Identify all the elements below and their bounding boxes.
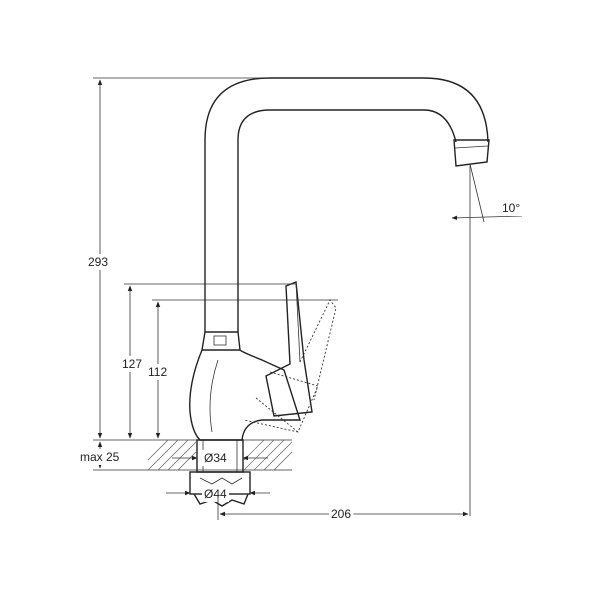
label-background [78,449,122,465]
countertop [147,439,293,471]
angle-reference [451,163,523,516]
label-background [86,254,111,270]
label-background [202,486,230,502]
label-background [329,506,354,522]
shank-diameter-label: Ø34 [204,451,227,465]
mount-thickness-label: max 25 [80,450,120,464]
label-background [146,364,170,380]
height-total-label: 293 [88,255,108,269]
height-total-dimension [93,77,270,441]
lever-handle-alt-position [243,299,337,433]
spout-reach-label: 206 [331,507,351,521]
height-body-dimension [152,299,338,439]
height-lever-label: 127 [122,357,142,371]
label-background [120,356,145,372]
countertop-hatching [147,439,293,471]
nut-diameter-label: Ø44 [204,487,227,501]
label-background [202,450,230,466]
angle-label: 10° [502,201,520,215]
label-background [500,200,523,216]
faucet-body [189,77,490,441]
lever-handle [265,281,313,417]
height-body-label: 112 [148,365,167,379]
